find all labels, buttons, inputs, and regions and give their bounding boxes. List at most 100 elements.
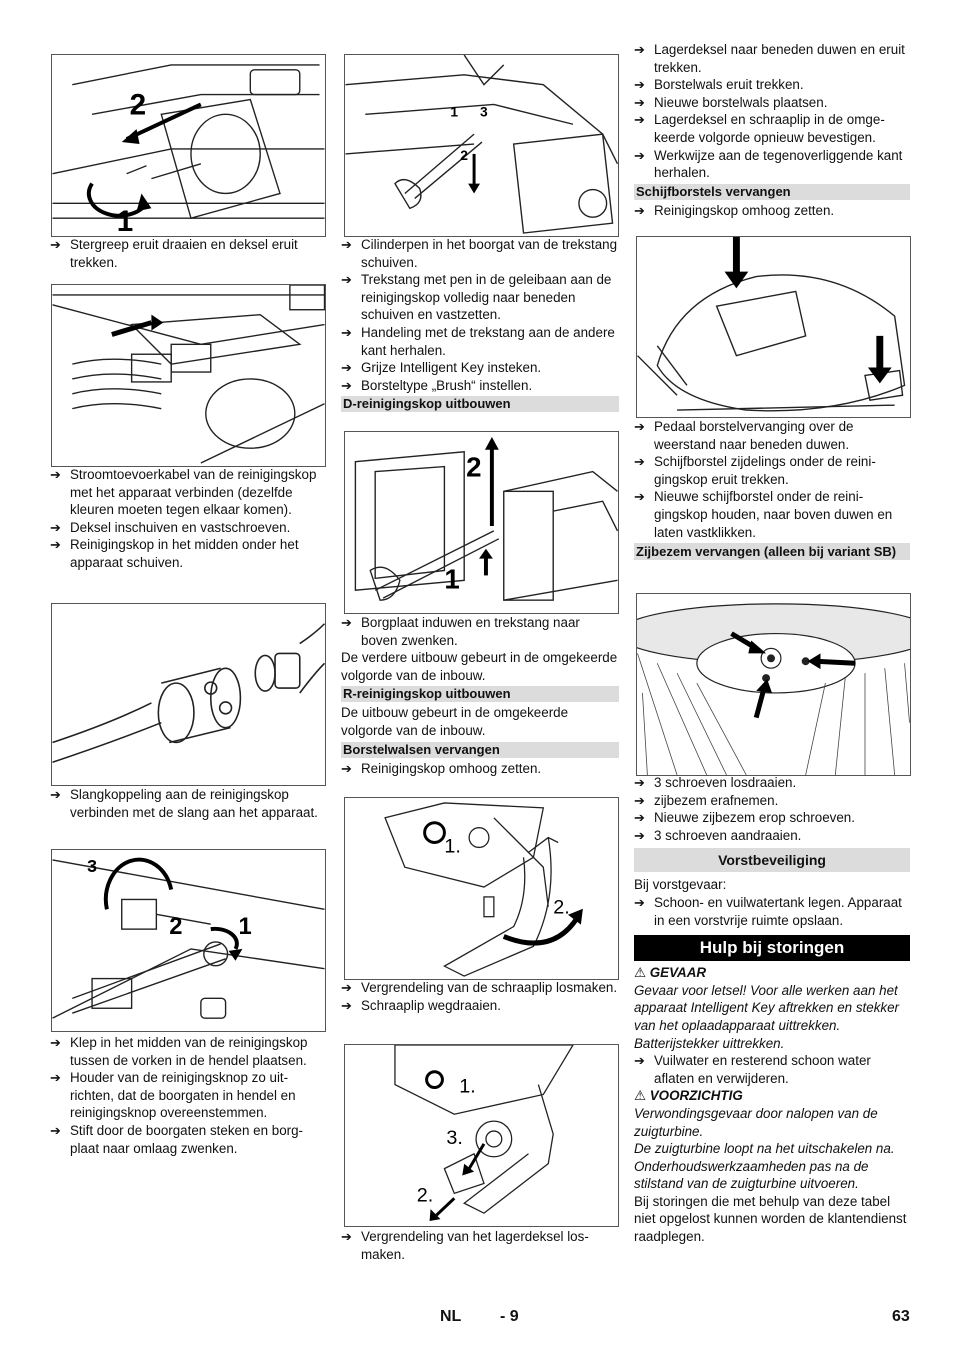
list-item: ➔Handeling met de trekstang aan de an­de… xyxy=(341,324,615,358)
fig-label-1: 1 xyxy=(444,563,459,594)
list-item: ➔Vergrendeling van de schraaplip los­mak… xyxy=(341,980,618,995)
list-item: ➔Reinigingskop omhoog zetten. xyxy=(341,760,542,776)
section-heading: Zijbezem vervangen (alleen bij variant S… xyxy=(634,543,910,561)
list-item: ➔Reinigingskop in het midden onder het a… xyxy=(50,537,299,570)
warning-caution: ⚠ VOORZICHTIG xyxy=(634,1087,910,1105)
arrow-icon: ➔ xyxy=(634,202,645,218)
arrow-icon: ➔ xyxy=(50,1122,61,1138)
list-item: ➔Schoon- en vuilwatertank legen. Apparaa… xyxy=(634,894,902,928)
list-item: ➔Borsteltype „Brush“ instellen. xyxy=(341,377,533,393)
figure-lever-mount: 3 2 1 xyxy=(51,849,326,1032)
list-item: ➔Schijfborstel zijdelings onder de reini… xyxy=(634,454,876,487)
list-item: ➔Nieuwe schijfborstel onder de reini­gin… xyxy=(634,489,893,540)
list-item: ➔Klep in het midden van de reinigingskop… xyxy=(50,1035,308,1068)
figure-side-broom xyxy=(636,593,911,776)
warning-danger: ⚠ GEVAAR xyxy=(634,964,910,982)
fig-label-3: 3 xyxy=(480,103,488,119)
fig-label-2: 2. xyxy=(553,897,569,919)
list-item: ➔Grijze Intelligent Key insteken. xyxy=(341,360,542,376)
figure-cover-removal: 2 1 xyxy=(51,54,326,237)
arrow-icon: ➔ xyxy=(341,324,352,340)
instructions-1: ➔Stergreep eruit draaien en deksel eruit… xyxy=(50,236,326,271)
arrow-icon: ➔ xyxy=(341,360,352,376)
arrow-icon: ➔ xyxy=(50,237,61,252)
arrow-icon: ➔ xyxy=(634,112,645,128)
arrow-icon: ➔ xyxy=(341,237,352,252)
cover-removal-illustration: 2 1 xyxy=(52,64,325,236)
warning-text: Gevaar voor letsel! Voor alle werken aan… xyxy=(634,982,899,1051)
arrow-icon: ➔ xyxy=(634,147,645,163)
arrow-icon: ➔ xyxy=(50,1070,61,1086)
warning-text: De zuigturbine loopt na het uitschakelen… xyxy=(634,1141,895,1192)
fig-label-2: 2 xyxy=(466,452,481,483)
instructions-6: ➔Borgplaat induwen en trekstang naar bov… xyxy=(341,614,619,777)
arrow-icon: ➔ xyxy=(341,980,352,995)
arrow-icon: ➔ xyxy=(341,615,352,630)
list-item: ➔Nieuwe borstelwals plaatsen. xyxy=(634,94,828,110)
list-item: ➔Stift door de boorgaten steken en borg­… xyxy=(50,1122,304,1156)
list-item: ➔Nieuwe zijbezem erop schroeven. xyxy=(634,810,855,826)
fig-label-1: 1 xyxy=(117,205,134,236)
instructions-5: ➔Cilinderpen in het boorgat van de trek­… xyxy=(341,236,619,414)
disc-brush-illustration xyxy=(637,237,906,412)
arrow-icon: ➔ xyxy=(634,489,645,505)
warning-icon: ⚠ xyxy=(634,965,647,981)
arrow-icon: ➔ xyxy=(50,537,61,553)
paragraph: De verdere uitbouw gebeurt in de omge­ke… xyxy=(341,650,618,683)
list-item: ➔Trekstang met pen in de geleibaan aan d… xyxy=(341,272,612,323)
arrow-icon: ➔ xyxy=(50,519,61,535)
fig-label-1: 1. xyxy=(459,1075,475,1097)
list-item: ➔Deksel inschuiven en vastschroeven. xyxy=(50,519,291,535)
footer-language: NL xyxy=(440,1308,462,1325)
list-item: ➔Vergrendeling van het lagerdeksel los­m… xyxy=(341,1229,589,1262)
arrow-icon: ➔ xyxy=(50,787,61,802)
list-item: ➔Houder van de reinigingsknop zo uit­ric… xyxy=(50,1070,296,1121)
fig-label-1: 1 xyxy=(450,103,458,119)
arrow-icon: ➔ xyxy=(634,827,645,843)
list-item: ➔Pedaal borstelvervanging over de weerst… xyxy=(634,419,854,452)
arrow-icon: ➔ xyxy=(634,894,645,910)
warning-icon: ⚠ xyxy=(634,1088,647,1104)
figure-locking-plate: 2 1 xyxy=(344,431,619,614)
arrow-icon: ➔ xyxy=(634,77,645,93)
list-item: ➔Lagerdeksel naar beneden duwen en eruit… xyxy=(634,42,905,75)
section-heading: D-reinigingskop uitbouwen xyxy=(341,396,619,413)
page-number: 63 xyxy=(892,1308,910,1325)
figure-disc-brush xyxy=(636,236,911,418)
power-cable-illustration xyxy=(52,285,325,464)
squeegee-lock-illustration: 1. 2. xyxy=(384,802,583,977)
fig-label-2: 2. xyxy=(417,1184,433,1206)
list-item: ➔Lagerdeksel en schraaplip in de omge­ke… xyxy=(634,112,885,145)
arrow-icon: ➔ xyxy=(341,1229,352,1244)
list-item: ➔Borgplaat induwen en trekstang naar bov… xyxy=(341,615,580,648)
arrow-icon: ➔ xyxy=(634,792,645,808)
bearing-cover-illustration: 1. 3. 2. xyxy=(394,1045,574,1222)
figure-power-cable xyxy=(51,284,326,467)
instructions-7: ➔Vergrendeling van de schraaplip los­mak… xyxy=(341,979,619,1014)
arrow-icon: ➔ xyxy=(634,94,645,110)
list-item: ➔zijbezem erafnemen. xyxy=(634,792,779,808)
list-item: ➔Reinigingskop omhoog zetten. xyxy=(634,202,835,218)
arrow-icon: ➔ xyxy=(341,997,352,1013)
fig-label-3: 3 xyxy=(87,856,97,876)
list-item: ➔Slangkoppeling aan de reinigingskop ver… xyxy=(50,787,318,820)
list-item: ➔Borstelwals eruit trekken. xyxy=(634,77,804,93)
warning-title: GEVAAR xyxy=(649,965,707,981)
fig-label-1: 1. xyxy=(444,835,460,857)
list-item: ➔Werkwijze aan de tegenoverliggende kant… xyxy=(634,147,903,181)
arrow-icon: ➔ xyxy=(341,760,352,776)
arrow-icon: ➔ xyxy=(634,419,645,434)
list-item: ➔Vuilwater en resterend schoon water afl… xyxy=(634,1053,871,1086)
arrow-icon: ➔ xyxy=(634,810,645,826)
section-heading: Borstelwalsen vervangen xyxy=(341,741,619,758)
chapter-heading: Hulp bij storingen xyxy=(634,935,910,962)
arrow-icon: ➔ xyxy=(50,467,61,482)
instructions-11: ➔3 schroeven losdraaien. ➔zijbezem erafn… xyxy=(634,774,910,1246)
section-heading: R-reinigingskop uitbouwen xyxy=(341,686,619,703)
section-heading: Schijfborstels vervangen xyxy=(634,183,910,200)
paragraph: Bij storingen die met behulp van deze ta… xyxy=(634,1193,907,1245)
figure-cylinder-pin: 1 3 2 xyxy=(344,54,619,237)
list-item: ➔3 schroeven losdraaien. xyxy=(634,775,797,790)
instructions-9: ➔Lagerdeksel naar beneden duwen en eruit… xyxy=(634,41,910,219)
arrow-icon: ➔ xyxy=(634,775,645,790)
